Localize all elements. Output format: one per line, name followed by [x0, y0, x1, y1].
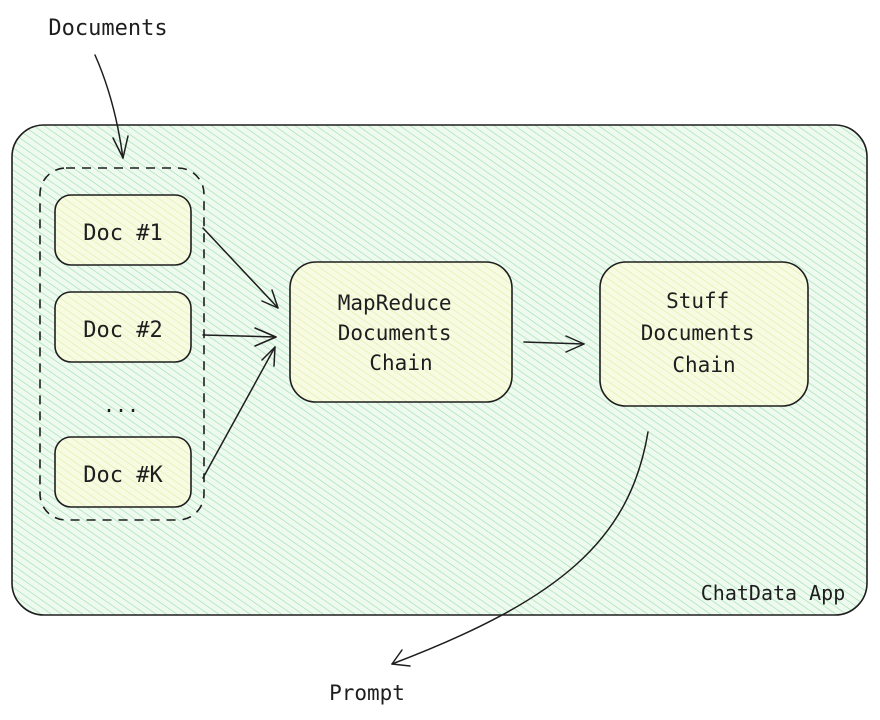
prompt-label: Prompt	[329, 681, 405, 705]
mapreduce-to-stuff-arrowhead	[565, 335, 585, 353]
doc-k-label: Doc #K	[83, 463, 163, 488]
stuff-to-prompt-arrow	[391, 431, 649, 665]
doc-1-label: Doc #1	[83, 221, 162, 246]
mapreduce-line-2: Documents	[338, 321, 452, 345]
doc1-to-mapreduce-arrow	[202, 227, 279, 309]
doc-1-box	[54, 194, 192, 266]
dock-to-mapreduce-arrow	[202, 346, 276, 479]
doc2-arrowhead	[254, 327, 277, 347]
stuff-chain-label: Stuff Documents Chain	[641, 289, 767, 377]
doc-2-box	[54, 291, 192, 363]
stuff-chain-box	[599, 261, 809, 407]
stuff-line-2: Documents	[641, 321, 755, 345]
stuff-line-3: Chain	[672, 353, 735, 377]
mapreduce-line-1: MapReduce	[338, 291, 452, 315]
documents-label: Documents	[48, 16, 167, 41]
documents-group	[39, 167, 205, 521]
doc-k-box	[54, 436, 192, 508]
doc-ellipsis: ...	[103, 393, 139, 417]
doc-2-label: Doc #2	[83, 318, 162, 343]
stuff-line-1: Stuff	[666, 289, 729, 313]
mapreduce-chain-box	[289, 261, 513, 403]
stuff-to-prompt-arrowhead	[391, 649, 411, 667]
doc1-arrowhead	[261, 289, 279, 309]
doc2-to-mapreduce-arrow	[202, 334, 277, 338]
mapreduce-chain-label: MapReduce Documents Chain	[338, 291, 464, 375]
documents-in-arrow	[94, 54, 124, 159]
dock-arrowhead	[261, 346, 276, 367]
app-name-label: ChatData App	[701, 581, 846, 605]
documents-in-arrowhead	[112, 135, 129, 159]
mapreduce-line-3: Chain	[369, 351, 432, 375]
mapreduce-to-stuff-arrow	[523, 341, 585, 345]
